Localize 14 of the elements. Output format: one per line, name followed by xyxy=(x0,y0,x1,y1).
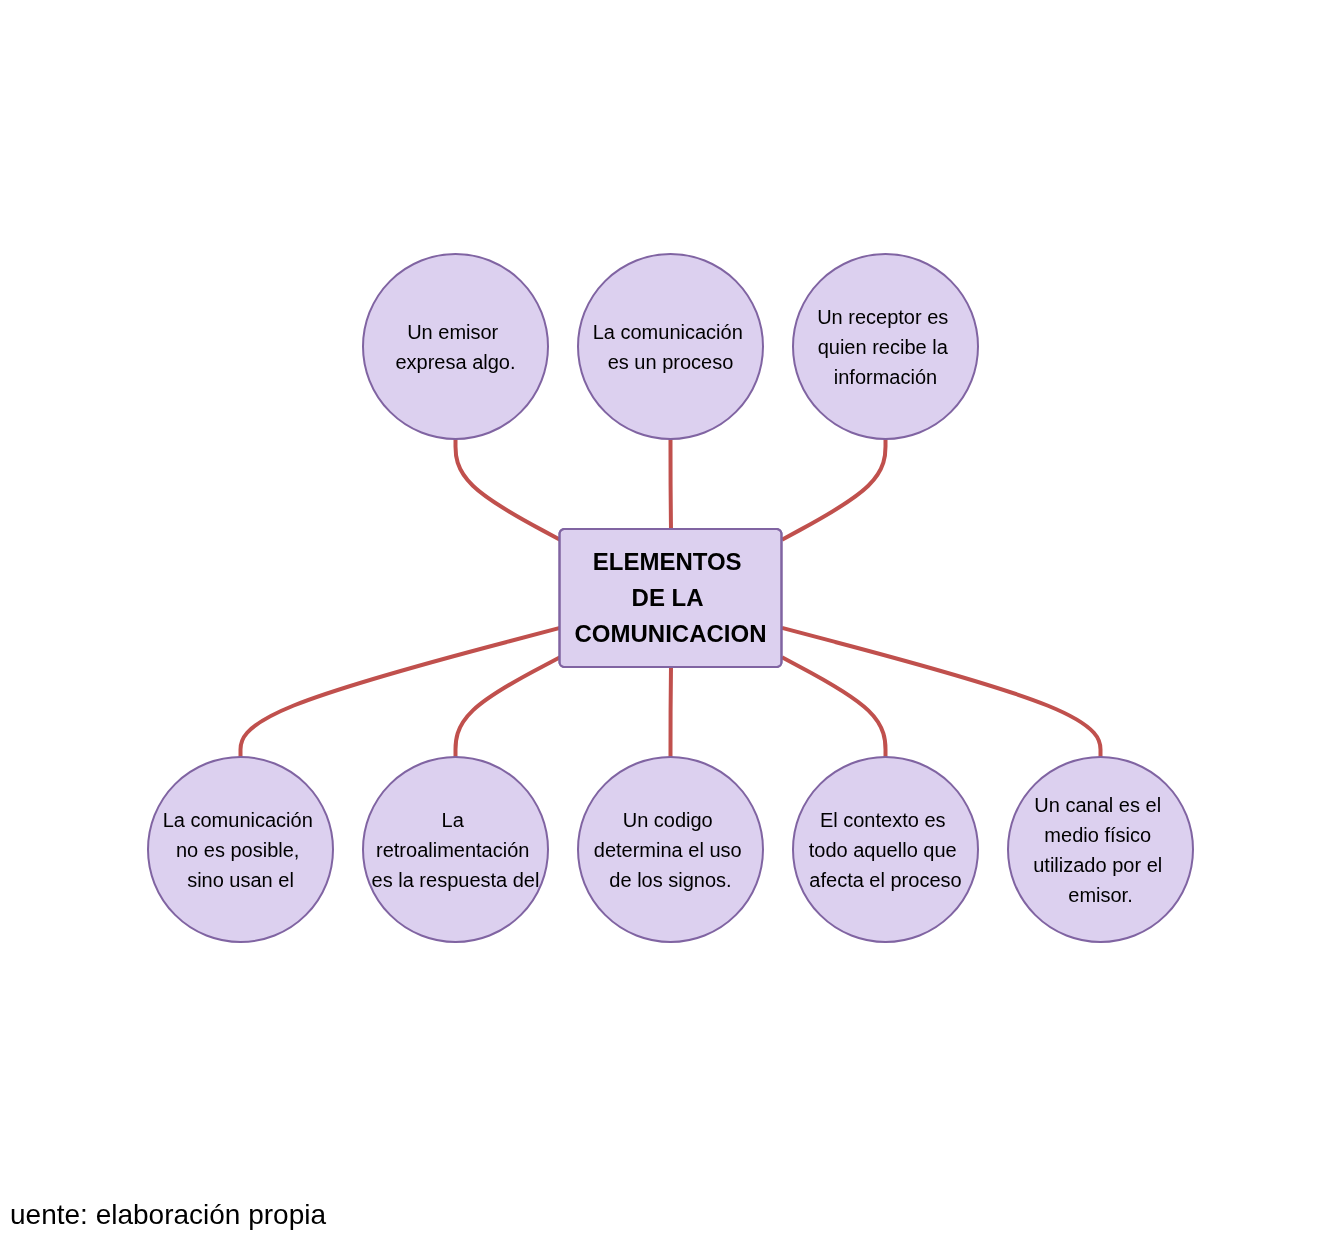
node-circle: Un emisor expresa algo. xyxy=(362,252,549,440)
node-circle: La comunicación no es posible, sino usan el xyxy=(147,755,334,943)
connector xyxy=(781,655,888,757)
connector xyxy=(781,625,1103,757)
node-circle: Un codigo determina el uso de los signos. xyxy=(577,755,764,943)
node-circle: Un canal es el medio físico utilizado por el emisor. xyxy=(1007,755,1194,943)
connector xyxy=(668,666,673,757)
connector xyxy=(668,438,673,530)
caption: uente: elaboración propia xyxy=(10,1199,326,1230)
node-circle: La retroalimentación es la respuesta del xyxy=(362,755,549,943)
node-circle: Un receptor es quien recibe la información xyxy=(792,252,979,440)
connector xyxy=(781,438,888,541)
node-circle: La comunicación es un proceso xyxy=(577,252,764,440)
node-circle: El contexto es todo aquello que afecta el proceso xyxy=(792,755,979,943)
